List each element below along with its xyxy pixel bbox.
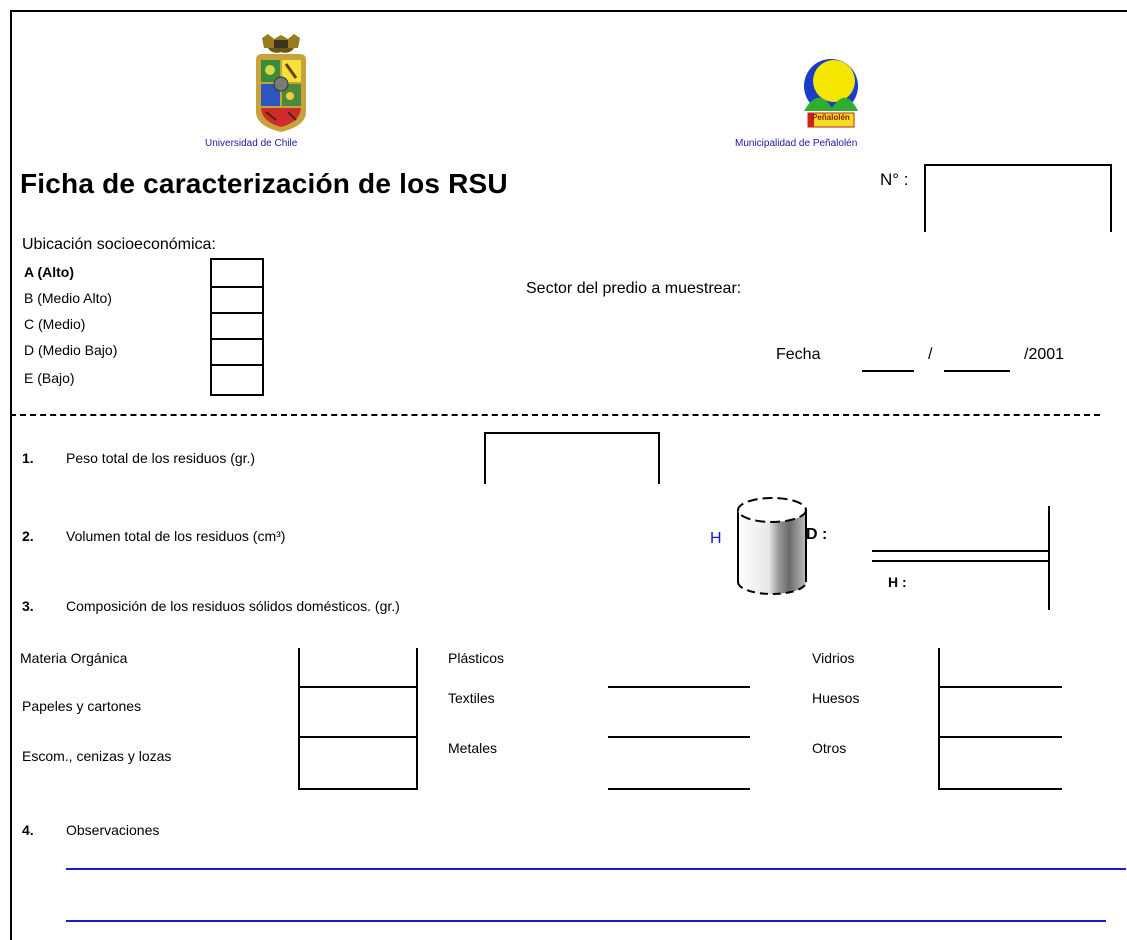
comp-textiles-label: Textiles bbox=[448, 690, 495, 706]
comp-huesos-label: Huesos bbox=[812, 690, 860, 706]
socio-option-b: B (Medio Alto) bbox=[24, 290, 112, 306]
municipal-caption: Municipalidad de Peñalolén bbox=[735, 138, 858, 149]
comp-col3-vline bbox=[938, 648, 940, 790]
fecha-sep2: /2001 bbox=[1024, 346, 1065, 363]
form-frame-top bbox=[10, 10, 1127, 12]
comp-otros-field[interactable] bbox=[938, 788, 1062, 790]
university-caption: Universidad de Chile bbox=[205, 138, 298, 149]
comp-plasticos-field[interactable] bbox=[608, 686, 750, 688]
number-label: N° : bbox=[880, 170, 909, 189]
section-1-number: 1. bbox=[22, 450, 34, 466]
comp-vidrios-label: Vidrios bbox=[812, 650, 855, 666]
cylinder-d-label: D : bbox=[806, 526, 828, 543]
comp-escombros-field[interactable] bbox=[298, 736, 418, 790]
fecha-label: Fecha bbox=[776, 346, 821, 363]
comp-papeles-label: Papeles y cartones bbox=[22, 698, 142, 714]
socio-checkbox-e[interactable] bbox=[210, 364, 264, 396]
municipal-badge-text: Peñalolén bbox=[812, 113, 850, 122]
section-2-label: Volumen total de los residuos (cm³) bbox=[66, 528, 286, 544]
section-3-label: Composición de los residuos sólidos domé… bbox=[66, 598, 400, 614]
socio-option-c: C (Medio) bbox=[24, 316, 86, 332]
observations-line-2[interactable] bbox=[66, 920, 1106, 922]
fecha-sep1: / bbox=[928, 346, 933, 363]
peso-total-field[interactable] bbox=[484, 432, 660, 484]
comp-plasticos-label: Plásticos bbox=[448, 650, 505, 666]
comp-materia-organica-field[interactable] bbox=[298, 648, 418, 688]
section-2-number: 2. bbox=[22, 528, 34, 544]
comp-metales-field[interactable] bbox=[608, 788, 750, 790]
section-4-number: 4. bbox=[22, 822, 34, 838]
observations-line-1[interactable] bbox=[66, 868, 1126, 870]
section-3-number: 3. bbox=[22, 598, 34, 614]
comp-escombros-label: Escom., cenizas y lozas bbox=[22, 748, 172, 764]
university-crest-icon bbox=[248, 34, 314, 134]
socio-option-d: D (Medio Bajo) bbox=[24, 342, 118, 358]
fecha-month-field[interactable] bbox=[944, 370, 1010, 372]
fecha-day-field[interactable] bbox=[862, 370, 914, 372]
cylinder-h2-label: H : bbox=[888, 574, 907, 590]
comp-textiles-field[interactable] bbox=[608, 736, 750, 738]
comp-huesos-field[interactable] bbox=[938, 736, 1062, 738]
section-4-label: Observaciones bbox=[66, 822, 160, 838]
socio-checkbox-d[interactable] bbox=[210, 338, 264, 366]
section-1-label: Peso total de los residuos (gr.) bbox=[66, 450, 256, 466]
diameter-field[interactable] bbox=[872, 550, 1050, 552]
dimension-vline bbox=[1048, 506, 1050, 610]
socio-checkbox-c[interactable] bbox=[210, 312, 264, 340]
number-field[interactable] bbox=[924, 164, 1112, 232]
dashed-divider bbox=[10, 414, 1100, 416]
page-title: Ficha de caracterización de los RSU bbox=[20, 168, 508, 199]
municipal-sun-logo-icon bbox=[796, 56, 866, 136]
comp-vidrios-field[interactable] bbox=[938, 686, 1062, 688]
comp-metales-label: Metales bbox=[448, 740, 498, 756]
cylinder-h-label: H bbox=[710, 530, 722, 547]
socioeconomic-label: Ubicación socioeconómica: bbox=[22, 236, 216, 253]
socio-option-e: E (Bajo) bbox=[24, 370, 75, 386]
height-field[interactable] bbox=[872, 560, 1050, 562]
comp-otros-label: Otros bbox=[812, 740, 847, 756]
socio-checkbox-b[interactable] bbox=[210, 286, 264, 314]
socio-option-a: A (Alto) bbox=[24, 264, 75, 280]
cylinder-diagram-icon bbox=[726, 494, 816, 598]
comp-papeles-field[interactable] bbox=[298, 686, 418, 738]
form-frame-left bbox=[10, 10, 12, 940]
socio-checkbox-a[interactable] bbox=[210, 258, 264, 288]
comp-materia-organica-label: Materia Orgánica bbox=[20, 650, 128, 666]
sector-label: Sector del predio a muestrear: bbox=[526, 280, 742, 297]
